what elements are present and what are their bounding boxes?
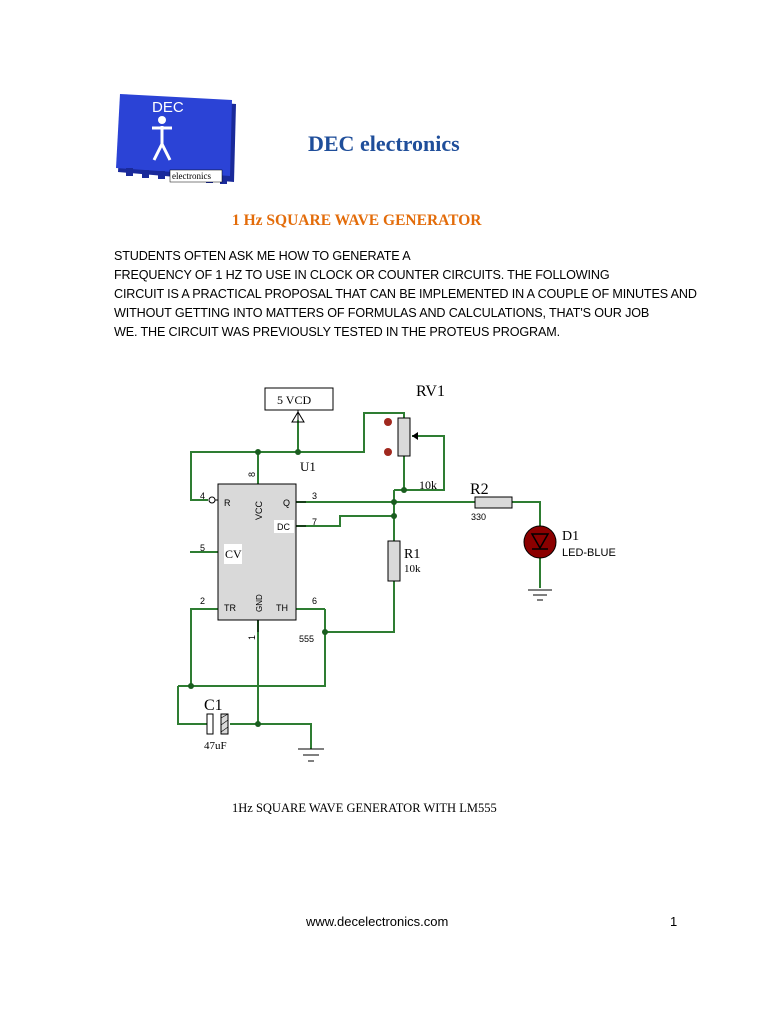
logo-bottom-text: electronics (172, 171, 211, 181)
r1-ref: R1 (404, 547, 420, 562)
rv1-wiper-arrow-icon (412, 432, 418, 440)
rv1-terminal (384, 448, 392, 456)
reset-inversion-bubble (208, 496, 216, 504)
ground-icon (528, 589, 552, 601)
ic-part: 555 (299, 634, 314, 644)
pin-number-tr: 2 (200, 596, 205, 606)
d1-ref: D1 (562, 529, 579, 544)
intro-line: WITHOUT GETTING INTO MATTERS OF FORMULAS… (114, 306, 650, 320)
footer-url: www.decelectronics.com (306, 914, 449, 929)
c1-ref: C1 (204, 697, 223, 714)
pin-number-vcc: 8 (247, 472, 257, 477)
ground-icon (298, 748, 324, 762)
figure-caption: 1Hz SQUARE WAVE GENERATOR WITH LM555 (232, 801, 497, 815)
pin-label-tr: TR (224, 603, 236, 613)
pin-label-cv: CV (225, 547, 242, 561)
logo-chip-body (116, 94, 232, 176)
pin-number-dc: 7 (312, 517, 317, 527)
circuit-schematic: 5 VCD U1 555 R Q DC CV TR TH VCC GND 4 8… (177, 383, 616, 762)
r1-value: 10k (404, 563, 421, 575)
intro-line: STUDENTS OFTEN ASK ME HOW TO GENERATE A (114, 249, 411, 263)
pin-label-vcc: VCC (254, 500, 264, 520)
pin-label-th: TH (276, 603, 288, 613)
rv1-potentiometer (397, 417, 411, 457)
rv1-value: 10k (419, 478, 437, 492)
pin-number-cv: 5 (200, 543, 205, 553)
r2-ref: R2 (470, 481, 489, 498)
d1-led-icon (523, 525, 557, 559)
page-number: 1 (670, 914, 678, 929)
brand-name: DEC electronics (308, 131, 460, 156)
c1-capacitor (206, 713, 229, 735)
logo-figure-icon (152, 116, 172, 161)
dec-electronics-logo: DEC electronics (116, 94, 236, 184)
rv1-ref: RV1 (416, 383, 445, 400)
intro-paragraph: STUDENTS OFTEN ASK ME HOW TO GENERATE A … (114, 247, 754, 342)
logo-top-text: DEC (152, 99, 184, 116)
pin-label-q: Q (283, 498, 290, 508)
ic-pins (215, 499, 306, 632)
r2-value: 330 (471, 512, 486, 522)
pin-label-gnd: GND (255, 594, 264, 612)
pin-number-q: 3 (312, 491, 317, 501)
rv1-terminal (384, 418, 392, 426)
pin-label-dc: DC (277, 522, 290, 532)
ic-ref: U1 (300, 459, 316, 474)
schematic-junctions (188, 449, 407, 727)
supply-terminal-icon (291, 411, 305, 423)
document-title: 1 Hz SQUARE WAVE GENERATOR (232, 212, 482, 229)
d1-value: LED-BLUE (562, 547, 616, 559)
c1-value: 47uF (204, 740, 227, 752)
r1-resistor (387, 540, 401, 582)
pin-number-r: 4 (200, 491, 205, 501)
intro-line: FREQUENCY OF 1 HZ TO USE IN CLOCK OR COU… (114, 268, 610, 282)
logo-label-box (169, 169, 223, 183)
supply-label-box (264, 387, 334, 411)
r2-resistor (474, 496, 513, 509)
intro-line: WE. THE CIRCUIT WAS PREVIOUSLY TESTED IN… (114, 325, 560, 339)
pin-number-th: 6 (312, 596, 317, 606)
pin-number-gnd: 1 (247, 635, 257, 640)
supply-label: 5 VCD (277, 393, 311, 407)
pin-label-r: R (224, 498, 231, 508)
intro-line: CIRCUIT IS A PRACTICAL PROPOSAL THAT CAN… (114, 287, 697, 301)
